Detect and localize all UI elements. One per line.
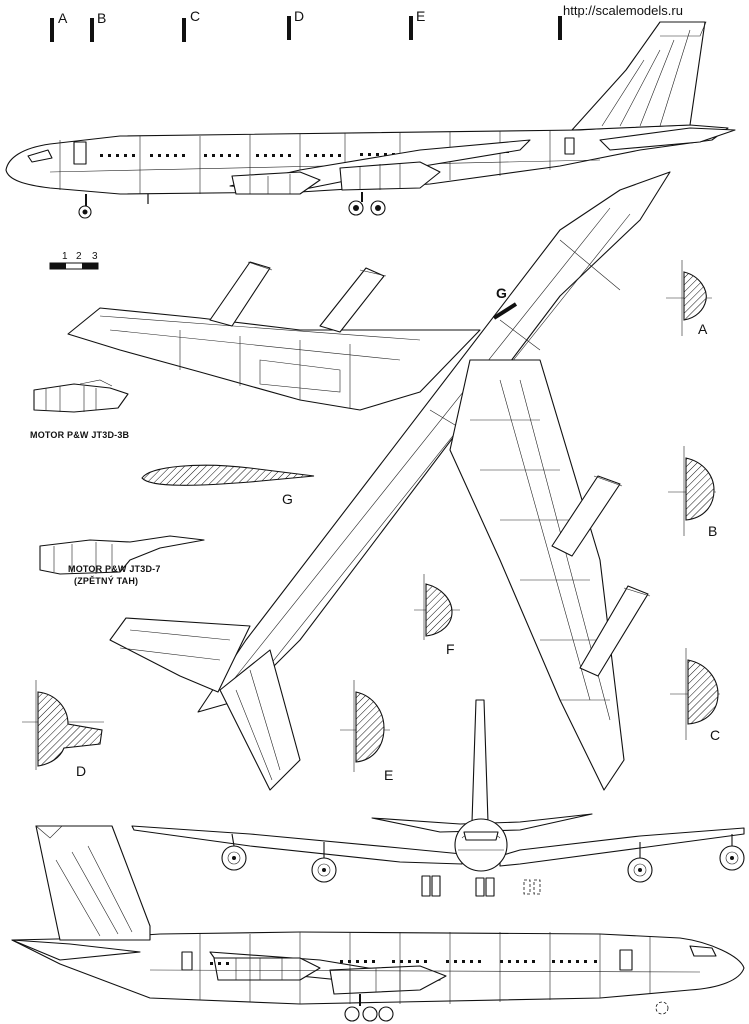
watermark-text: http://scalemodels.ru	[563, 3, 683, 18]
plan-view: G	[67, 171, 671, 791]
cross-section-c: C	[670, 648, 720, 743]
front-engine-right-outer	[719, 834, 745, 871]
section-marker-a-label: A	[58, 10, 68, 26]
section-marker-b-bar	[90, 18, 94, 42]
section-marker-b-label: B	[97, 10, 106, 26]
front-engine-right-inner	[627, 842, 653, 883]
engine-jt3d-7: MOTOR P&W JT3D-7 (ZPĚTNÝ TAH)	[39, 535, 205, 586]
section-marker-e-label: E	[416, 8, 425, 24]
scale-bar: 1 2 3	[49, 251, 99, 270]
scale-tick-2: 2	[76, 251, 82, 262]
side-view-bottom	[11, 825, 745, 1022]
side-window-row-bottom	[210, 960, 597, 965]
section-b-label: B	[708, 523, 717, 539]
section-marker-d-bar	[287, 16, 291, 40]
section-c-label: C	[710, 727, 720, 743]
scale-tick-1: 1	[62, 251, 68, 262]
section-marker-c-label: C	[190, 8, 200, 24]
side-view-top	[5, 21, 736, 219]
cross-section-d: D	[22, 680, 104, 779]
section-marker-e-bar	[409, 16, 413, 40]
engine-jt3d-3b-caption: MOTOR P&W JT3D-3B	[30, 430, 130, 440]
section-markers: A B C D E	[50, 8, 562, 42]
section-f-label: F	[446, 641, 455, 657]
scale-tick-3: 3	[92, 251, 98, 262]
front-engine-left-outer	[221, 833, 247, 871]
section-marker-f-bar	[558, 16, 562, 40]
section-marker-d-label: D	[294, 8, 304, 24]
watermark: http://scalemodels.ru	[558, 0, 749, 20]
section-g-marker-label: G	[496, 285, 507, 301]
cross-section-a: A	[666, 260, 712, 337]
section-d-label: D	[76, 763, 86, 779]
section-a-label: A	[698, 321, 708, 337]
engine-jt3d-7-caption-line1: MOTOR P&W JT3D-7	[68, 564, 161, 574]
section-marker-c-bar	[182, 18, 186, 42]
airfoil-section-g: G	[141, 464, 315, 507]
cross-section-e: E	[340, 680, 393, 783]
section-e-label: E	[384, 767, 393, 783]
front-engine-left-inner	[311, 842, 337, 883]
section-marker-a-bar	[50, 18, 54, 42]
front-view	[131, 699, 745, 897]
engine-jt3d-7-caption-line2: (ZPĚTNÝ TAH)	[74, 575, 138, 586]
section-g-label: G	[282, 491, 293, 507]
cross-section-f: F	[414, 574, 460, 657]
engine-jt3d-3b: MOTOR P&W JT3D-3B	[30, 379, 130, 440]
cross-section-b: B	[668, 446, 717, 539]
